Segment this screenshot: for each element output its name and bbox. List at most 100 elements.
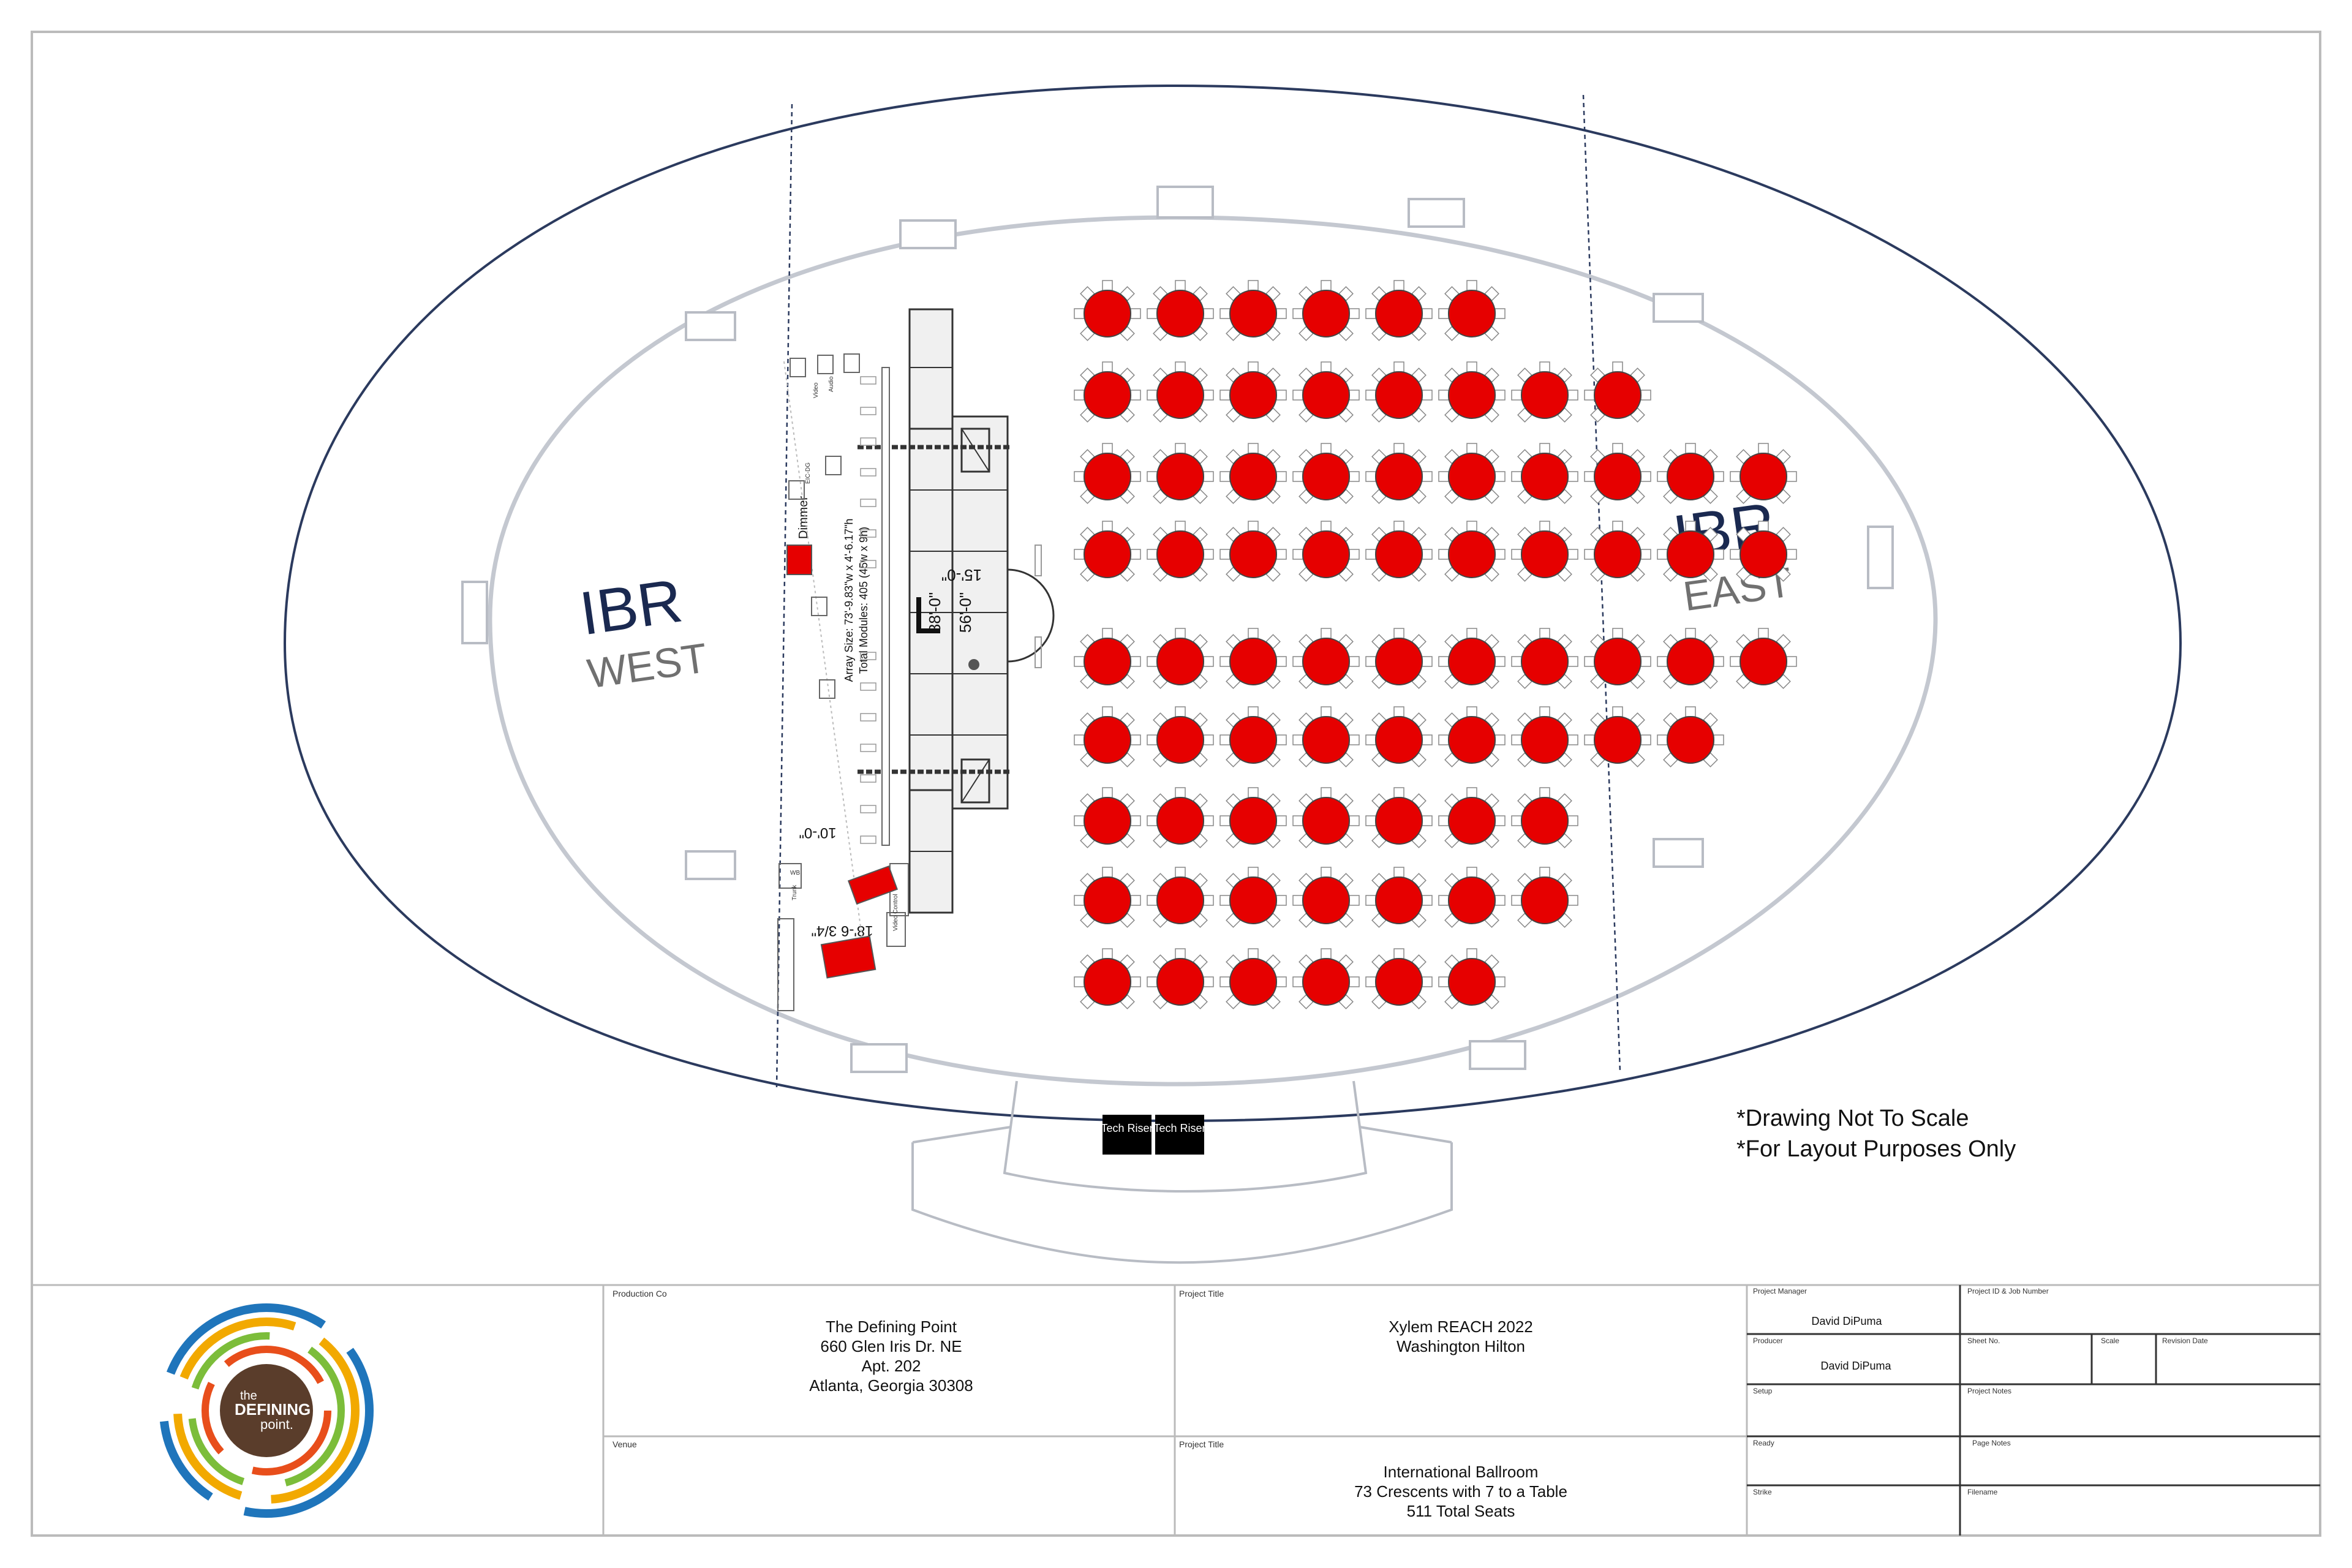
- chair: [1494, 976, 1506, 987]
- chair: [1321, 948, 1332, 959]
- project-title-1-line-2: Washington Hilton: [1396, 1337, 1525, 1355]
- chair: [1640, 734, 1651, 745]
- crescent-table: [1365, 280, 1433, 341]
- chair: [1219, 734, 1231, 745]
- chair: [1584, 656, 1595, 667]
- chair: [1640, 471, 1651, 482]
- chair: [1203, 895, 1214, 906]
- chair: [1130, 390, 1141, 401]
- table-top: [1375, 716, 1423, 764]
- crescent-table: [1219, 443, 1287, 504]
- chair: [1203, 549, 1214, 560]
- logo-point: point.: [260, 1417, 293, 1432]
- crescent-table: [1074, 521, 1141, 582]
- chair: [1640, 656, 1651, 667]
- table-top: [1521, 530, 1569, 578]
- chair: [1584, 471, 1595, 482]
- chair: [1175, 867, 1186, 878]
- tech-riser-1-label: Tech Riser: [1101, 1122, 1153, 1134]
- chair: [1130, 549, 1141, 560]
- crescent-table: [1074, 706, 1141, 767]
- chair: [1248, 787, 1259, 798]
- chair: [1292, 734, 1303, 745]
- array-size-label: Array Size: 73'-9.83"w x 4'-6.17"h: [843, 519, 855, 682]
- crescent-table: [1292, 280, 1360, 341]
- crescent-table: [1730, 628, 1797, 689]
- project-manager-value: David DiPuma: [1811, 1315, 1882, 1327]
- crescent-table: [1365, 948, 1433, 1009]
- chair: [1130, 734, 1141, 745]
- crescent-table: [1147, 948, 1214, 1009]
- chair: [1365, 656, 1376, 667]
- chair: [1365, 471, 1376, 482]
- chair: [1511, 549, 1522, 560]
- venue-label: Venue: [612, 1439, 637, 1449]
- chair: [1219, 549, 1231, 560]
- table-top: [1084, 797, 1131, 845]
- table-top: [1084, 958, 1131, 1006]
- chair: [1349, 734, 1360, 745]
- chair: [1321, 521, 1332, 532]
- chair: [1248, 521, 1259, 532]
- chair: [1511, 734, 1522, 745]
- table-top: [1229, 530, 1277, 578]
- chair: [1130, 815, 1141, 826]
- crescent-table: [1511, 443, 1578, 504]
- crescent-table: [1365, 787, 1433, 848]
- table-top: [1084, 290, 1131, 337]
- chair: [1365, 390, 1376, 401]
- chair: [1102, 521, 1113, 532]
- production-co-label: Production Co: [612, 1289, 667, 1298]
- table-top: [1229, 716, 1277, 764]
- crescent-table: [1511, 628, 1578, 689]
- chair: [1321, 628, 1332, 639]
- chair: [1393, 521, 1404, 532]
- chair: [1175, 280, 1186, 291]
- table-top: [1302, 716, 1350, 764]
- chair: [1511, 471, 1522, 482]
- airwall-east: [1582, 94, 1621, 1072]
- chair: [1539, 706, 1550, 717]
- table-top: [1667, 453, 1714, 500]
- chair: [1657, 471, 1668, 482]
- chair: [1365, 976, 1376, 987]
- chair: [1640, 549, 1651, 560]
- chair: [1539, 628, 1550, 639]
- chair: [1175, 787, 1186, 798]
- chair: [1147, 656, 1158, 667]
- crescent-table: [1584, 521, 1651, 582]
- chair: [1730, 549, 1741, 560]
- crescent-table: [1074, 787, 1141, 848]
- chair: [1584, 549, 1595, 560]
- chair: [1438, 656, 1449, 667]
- chair: [1584, 390, 1595, 401]
- chair: [1074, 656, 1085, 667]
- chair: [1657, 549, 1668, 560]
- chair: [1349, 815, 1360, 826]
- project-title-2-line-2: 73 Crescents with 7 to a Table: [1354, 1482, 1567, 1501]
- crescent-table: [1365, 706, 1433, 767]
- chair: [1248, 280, 1259, 291]
- crescent-table: [1219, 867, 1287, 928]
- table-top: [1375, 453, 1423, 500]
- chair: [1175, 628, 1186, 639]
- table-top: [1375, 876, 1423, 924]
- chair: [1422, 390, 1433, 401]
- chair: [1147, 895, 1158, 906]
- chair: [1276, 549, 1287, 560]
- table-top: [1667, 716, 1714, 764]
- filename-label: Filename: [1967, 1488, 1998, 1496]
- crescent-table: [1292, 361, 1360, 423]
- crescent-table: [1365, 443, 1433, 504]
- chair: [1292, 976, 1303, 987]
- chair: [1567, 390, 1578, 401]
- chair: [1276, 895, 1287, 906]
- chair: [1248, 867, 1259, 878]
- page-notes-label: Page Notes: [1972, 1439, 2011, 1447]
- chair: [1438, 734, 1449, 745]
- chair: [1713, 471, 1724, 482]
- table-top: [1156, 530, 1204, 578]
- chair: [1494, 308, 1506, 319]
- table-top: [1740, 638, 1787, 685]
- tech-riser-1: [1102, 1115, 1152, 1155]
